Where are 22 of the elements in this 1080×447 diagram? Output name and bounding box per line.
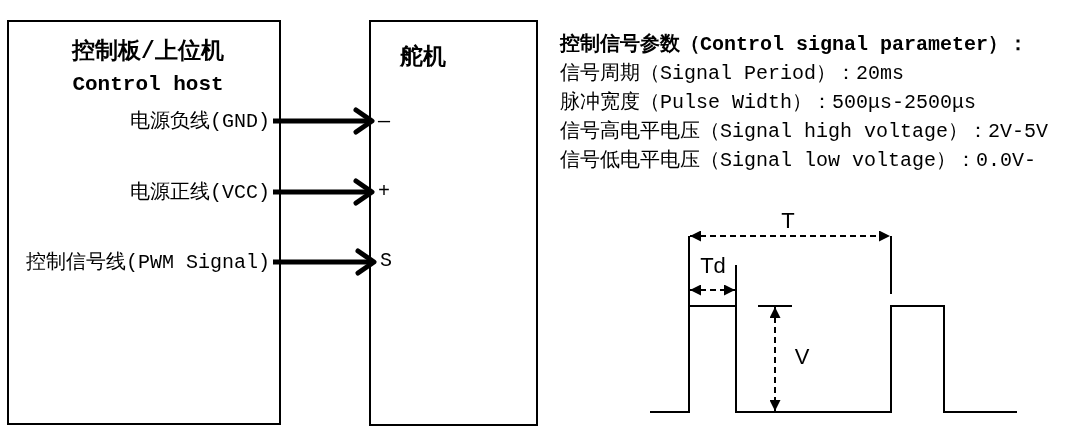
dimension-label: T xyxy=(781,207,795,235)
pin-label: S xyxy=(380,247,392,273)
pin-label: — xyxy=(378,108,390,134)
dimension-label: Td xyxy=(700,252,726,280)
arrow xyxy=(273,178,375,206)
box-title: 舵机 xyxy=(400,43,446,73)
arrow xyxy=(273,248,377,276)
parameter-text: 信号低电平电压（Signal low voltage）：0.0V- xyxy=(560,147,1037,173)
parameter-text: 脉冲宽度（Pulse Width）：500μs-2500μs xyxy=(560,89,977,115)
wire-label: 电源负线(GND) xyxy=(130,108,270,134)
host-box xyxy=(7,20,281,425)
pin-label: + xyxy=(378,178,390,204)
parameter-text: 信号周期（Signal Period）：20ms xyxy=(560,60,905,86)
wire-label: 电源正线(VCC) xyxy=(130,179,270,205)
box-title: 控制板/上位机 xyxy=(72,37,224,67)
section-heading: 控制信号参数（Control signal parameter）： xyxy=(560,31,1029,57)
wire-label: 控制信号线(PWM Signal) xyxy=(25,249,270,275)
arrow xyxy=(273,107,375,135)
box-subtitle: Control host xyxy=(72,72,224,98)
servo-box xyxy=(369,20,538,426)
parameter-text: 信号高电平电压（Signal high voltage）：2V-5V xyxy=(560,118,1049,144)
dimension-label: V xyxy=(794,343,810,371)
